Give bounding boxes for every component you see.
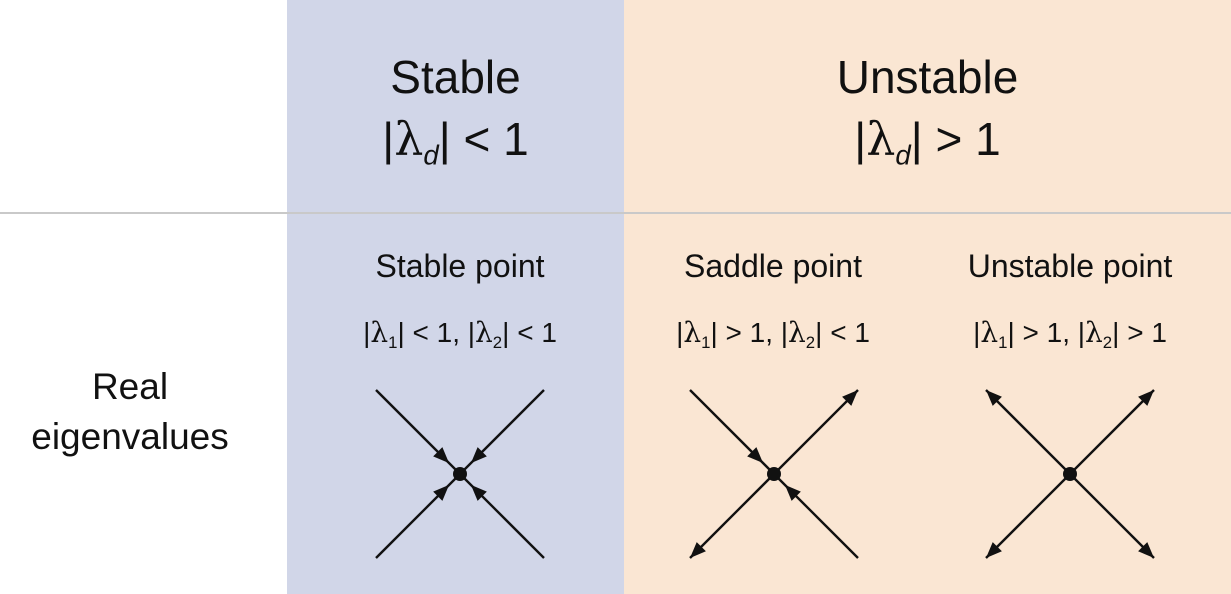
trajectory-upper-left: [985, 389, 1071, 475]
arrow-outward-lower-left: [690, 542, 706, 558]
arrow-inward-upper-left: [433, 447, 450, 464]
arrow-inward-upper-right: [470, 447, 487, 464]
unstable-title: Unstable: [836, 51, 1019, 103]
case-title-saddle-point: Saddle point: [684, 248, 862, 284]
arrow-outward-upper-right: [1138, 390, 1154, 406]
arrow-inward-lower-left: [433, 484, 450, 501]
fixed-point-dot: [1063, 467, 1077, 481]
unstable-column: [624, 0, 1231, 594]
header-divider: [0, 212, 1231, 214]
arrow-inward-lower-right: [784, 484, 801, 501]
trajectory-lower-left: [985, 473, 1071, 559]
arrow-outward-upper-left: [986, 390, 1002, 406]
stable-header: Stable |λd| < 1: [287, 46, 624, 170]
case-condition-stable-point: |λ1| < 1, |λ2| < 1: [363, 316, 557, 352]
fixed-point-dot: [767, 467, 781, 481]
unstable-header: Unstable |λd| > 1: [624, 46, 1231, 170]
trajectory-upper-right: [773, 389, 859, 475]
case-condition-unstable-point: |λ1| > 1, |λ2| > 1: [973, 316, 1167, 352]
arrow-outward-upper-right: [842, 390, 858, 406]
case-title-unstable-point: Unstable point: [967, 248, 1173, 284]
fixed-point-dot: [453, 467, 467, 481]
stable-column: [287, 0, 624, 594]
unstable-point-diagram: [985, 389, 1155, 559]
arrow-inward-lower-right: [470, 484, 487, 501]
trajectory-upper-right: [1069, 389, 1155, 475]
arrow-inward-upper-left: [747, 447, 764, 464]
stable-point-diagram: [375, 389, 545, 559]
case-condition-saddle-point: |λ1| > 1, |λ2| < 1: [676, 316, 870, 352]
trajectory-lower-left: [689, 473, 775, 559]
unstable-condition: |λd| > 1: [854, 112, 1001, 171]
row-label-real-eigenvalues: Real eigenvalues: [31, 366, 229, 457]
case-title-stable-point: Stable point: [375, 248, 545, 284]
stable-condition: |λd| < 1: [382, 112, 529, 171]
arrow-outward-lower-right: [1138, 542, 1154, 558]
arrow-outward-lower-left: [986, 542, 1002, 558]
trajectory-lower-right: [1069, 473, 1155, 559]
saddle-point-diagram: [689, 389, 859, 559]
stable-title: Stable: [390, 51, 521, 103]
